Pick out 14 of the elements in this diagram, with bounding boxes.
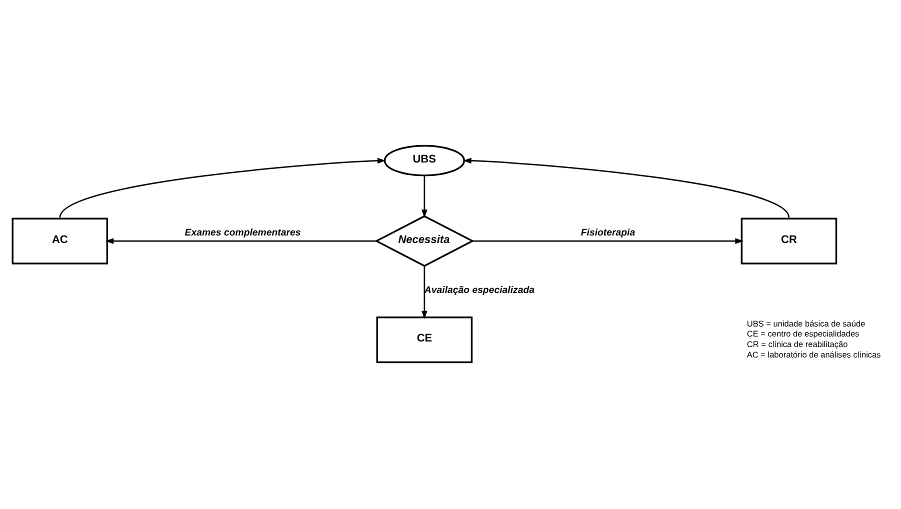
edge-label: Fisioterapia [580,228,636,239]
arrow [59,158,386,218]
node-box: CR [740,218,838,264]
arrow [472,238,744,244]
arrow [422,176,428,218]
arrow [105,238,376,244]
arrow [463,158,790,218]
edge-label: Availação especializada [424,284,534,296]
node-box: CE [376,316,473,364]
node-ellipse: UBS [384,144,465,176]
edge-label: Exames complementares [184,228,301,239]
node-diamond: Necessita [374,215,474,267]
node-box: AC [12,218,108,264]
arrow [422,266,428,320]
